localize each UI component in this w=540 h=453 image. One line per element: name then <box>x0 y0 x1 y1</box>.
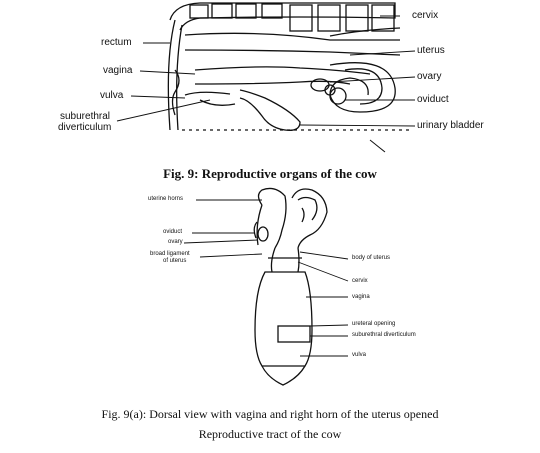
label-body-of-uterus: body of uterus <box>352 255 391 261</box>
label-uterus: uterus <box>417 45 445 56</box>
label-ovary: ovary <box>417 71 442 82</box>
uterine-horn <box>329 62 396 113</box>
label-cervix-a: cervix <box>352 278 368 284</box>
label-ureteral-opening: ureteral opening <box>352 321 396 327</box>
label-vulva: vulva <box>100 90 124 101</box>
label-urinary-bladder: urinary bladder <box>417 120 484 131</box>
label-broad-ligament: broad ligament <box>150 251 190 257</box>
label-ovary-a: ovary <box>168 239 183 245</box>
label-uterine-horns: uterine horns <box>148 196 184 202</box>
label-vagina-a: vagina <box>352 294 370 300</box>
label-of-uterus: of uterus <box>163 258 187 264</box>
figure-9-caption: Fig. 9: Reproductive organs of the cow <box>163 166 377 181</box>
label-suburethral-diverticulum: suburethral diverticulum <box>352 332 416 338</box>
label-cervix: cervix <box>412 10 439 21</box>
vertebrae <box>189 3 395 32</box>
label-oviduct-a: oviduct <box>163 229 183 235</box>
label-rectum: rectum <box>101 37 132 48</box>
label-suburethral: suburethral <box>60 111 111 122</box>
figure-9a-caption: Fig. 9(a): Dorsal view with vagina and r… <box>101 407 439 421</box>
label-vagina: vagina <box>103 65 133 76</box>
label-oviduct: oviduct <box>417 94 449 105</box>
figure-9a-subcaption: Reproductive tract of the cow <box>198 427 342 441</box>
rectum <box>184 32 401 56</box>
label-diverticulum: diverticulum <box>58 122 112 133</box>
vertebrae-band <box>169 2 396 31</box>
urinary-bladder <box>239 89 301 131</box>
label-vulva-a: vulva <box>352 352 367 358</box>
